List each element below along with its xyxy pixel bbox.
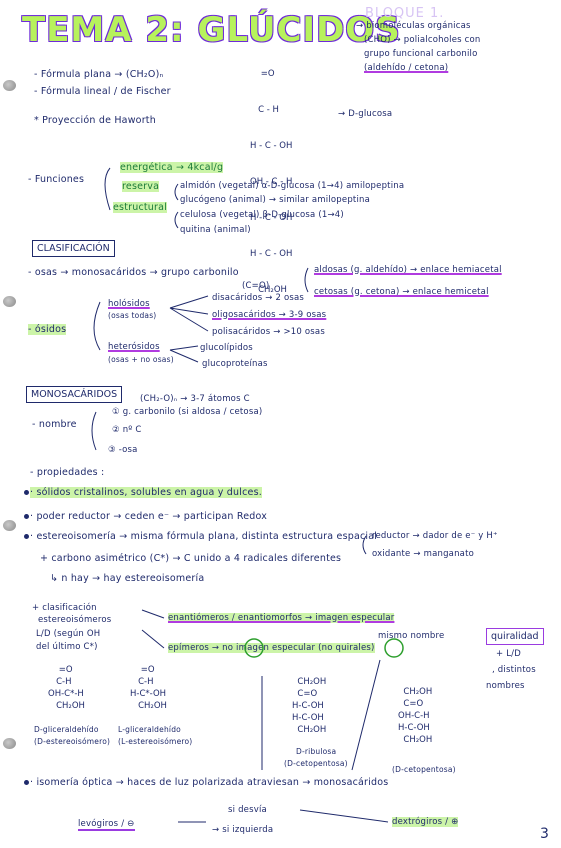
glucolipidos: glucolípidos <box>200 343 253 353</box>
quiralidad-box: quiralidad <box>486 628 544 645</box>
d-ribulosa-label: D-ribulosa <box>296 747 337 756</box>
oligosacaridos-line: oligosacáridos → 3-9 osas <box>212 310 327 320</box>
propiedad-poder-reductor: · poder reductor → ceden e⁻ → participan… <box>30 511 268 522</box>
funcion-energetica: energética → 4kcal/g <box>120 162 224 173</box>
dextrogiros-label: dextrógiros / ⊕ <box>392 817 459 827</box>
clasificacion-estereo-2: estereoisómeros <box>38 615 112 625</box>
d-cetopentosa-structure: CH₂OH C=O OH-C-H H-C-OH CH₂OH <box>398 687 433 745</box>
def-line-4: (aldehído / cetona) <box>364 63 449 73</box>
nombre-brace <box>91 411 97 451</box>
formula-lineal: - Fórmula lineal / de Fischer <box>34 86 171 97</box>
def-line-3: grupo funcional carbonilo <box>364 49 478 59</box>
funciones-label: - Funciones <box>28 174 85 185</box>
estructural-celulosa: celulosa (vegetal) β-D-glucosa (1→4) <box>180 210 344 220</box>
binder-hole-4 <box>3 738 16 749</box>
d-ribulosa-sub: (D-cetopentosa) <box>284 759 348 768</box>
nombre-regla-2: ② nº C <box>112 425 142 435</box>
nombres-label: nombres <box>486 681 525 691</box>
glucose-fischer-structure: =O C - H H - C - OH OH - C - H H - C - O… <box>250 69 293 295</box>
cetosas-line: cetosas (g. cetona) → enlace hemicetal <box>314 287 489 297</box>
l-gliceraldehido-sub: (L-estereoisómero) <box>118 737 193 746</box>
monosacaridos-header: MONOSACÁRIDOS <box>26 386 123 403</box>
polisacaridos-line: polisacáridos → >10 osas <box>212 327 325 337</box>
bullet-poder <box>24 514 29 519</box>
glucoproteinas: glucoproteínas <box>202 359 268 369</box>
carbonilo-label: (C=O) <box>242 281 270 291</box>
heterosidos-sub: (osas + no osas) <box>108 355 174 364</box>
estructural-brace <box>174 211 179 229</box>
reserva-glucogeno: glucógeno (animal) → similar amilopeptin… <box>180 195 371 205</box>
reserva-almidon: almidón (vegetal) α-D-glucosa (1→4) amil… <box>180 181 405 191</box>
funciones-brace <box>104 167 111 211</box>
ld-plus: + L/D <box>496 649 521 659</box>
ultimo-c: del último C*) <box>36 642 98 652</box>
d-gliceraldehido-structure: =O C-H OH-C*-H CH₂OH <box>48 665 85 711</box>
no-circle-2 <box>384 638 404 658</box>
clasificacion-estereo-1: + clasificación <box>32 603 97 613</box>
disacaridos-line: disacáridos → 2 osas <box>212 293 305 303</box>
funcion-estructural: estructural <box>113 202 167 213</box>
funcion-reserva: reserva <box>122 181 160 192</box>
divider-diagonal <box>351 659 381 771</box>
bloque-label: BLOQUE 1. <box>365 6 445 21</box>
d-ribulosa-structure: CH₂OH C=O H-C-OH H-C-OH CH₂OH <box>292 677 327 735</box>
page-number: 3 <box>540 826 549 842</box>
carbonilo-brace <box>304 267 309 293</box>
d-gliceraldehido-sub: (D-estereoisómero) <box>34 737 111 746</box>
holosidos-label: holósidos <box>108 299 150 309</box>
carbono-asimetrico: + carbono asimétrico (C*) → C unido a 4 … <box>40 553 342 564</box>
reserva-brace <box>174 183 179 201</box>
l-gliceraldehido-label: L-gliceraldehído <box>118 725 181 734</box>
ld-segun-oh: L/D (según OH <box>36 629 101 639</box>
si-izquierda: → si izquierda <box>212 825 274 835</box>
propiedad-estereoisomeria: · estereoisomería → misma fórmula plana,… <box>30 531 378 542</box>
holosidos-sub: (osas todas) <box>108 311 157 320</box>
propiedades-label: - propiedades : <box>30 467 105 478</box>
nombre-regla-1: ① g. carbonilo (si aldosa / cetosa) <box>112 407 263 417</box>
holosidos-branch <box>169 295 209 332</box>
distintos-label: , distintos <box>492 665 536 675</box>
si-desvia: si desvía <box>228 805 267 815</box>
reductor-def: reductor → dador de e⁻ y H⁺ <box>372 531 498 541</box>
page-title: TEMA 2: GLÚCIDOS <box>22 10 401 50</box>
redox-brace <box>362 535 367 555</box>
levogiros-label: levógiros / ⊖ <box>78 819 135 831</box>
def-line-1: → biomoléculas orgánicas <box>356 21 471 31</box>
proyeccion-haworth: * Proyección de Haworth <box>34 115 156 126</box>
osas-line: - osas → monosacáridos → grupo carbonilo <box>28 267 239 278</box>
heterosidos-label: heterósidos <box>108 342 160 352</box>
l-gliceraldehido-structure: =O C-H H-C*-OH CH₂OH <box>130 665 167 711</box>
aldosas-line: aldosas (g. aldehído) → enlace hemiaceta… <box>314 265 502 275</box>
oxidante-def: oxidante → manganato <box>372 549 475 559</box>
heterosidos-branch <box>169 345 199 363</box>
no-circle-1 <box>244 638 264 658</box>
clasificacion-header: CLASIFICACIÓN <box>32 240 115 257</box>
isomeria-optica: · isomería óptica → haces de luz polariz… <box>30 777 389 788</box>
monosacaridos-formula: (CH₂-O)ₙ → 3-7 átomos C <box>140 394 250 404</box>
d-gliceraldehido-label: D-gliceraldehído <box>34 725 99 734</box>
bullet-estereo <box>24 534 29 539</box>
binder-hole-3 <box>3 520 16 531</box>
estructural-quitina: quitina (animal) <box>180 225 251 235</box>
def-line-2: (CHO) → polialcoholes con <box>364 35 481 45</box>
hay-estereoisomeria: ↳ n hay → hay estereoisomería <box>50 573 205 584</box>
mismo-nombre: mismo nombre <box>378 631 445 641</box>
propiedad-solidos: · sólidos cristalinos, solubles en agua … <box>30 487 262 498</box>
binder-hole-2 <box>3 296 16 307</box>
nombre-label: - nombre <box>32 419 77 430</box>
bullet-isomeria <box>24 780 29 785</box>
clasificacion-brace <box>141 609 165 649</box>
epimeros-line: epímeros → no imagen especular (no quira… <box>168 643 375 653</box>
d-glucosa-label: → D-glucosa <box>338 109 393 119</box>
binder-hole-1 <box>3 80 16 91</box>
dextrogiros-arrow <box>299 809 389 823</box>
osidos-brace <box>93 301 101 351</box>
nombre-regla-3: ③ -osa <box>108 445 138 455</box>
formula-plana: - Fórmula plana → (CH₂O)ₙ <box>34 69 164 80</box>
d-cetopentosa-label: (D-cetopentosa) <box>392 765 456 774</box>
osidos-label: - ósidos <box>28 324 67 335</box>
bullet-solidos <box>24 490 29 495</box>
enantiomeros-line: enantiómeros / enantiomorfos → imagen es… <box>168 613 395 623</box>
